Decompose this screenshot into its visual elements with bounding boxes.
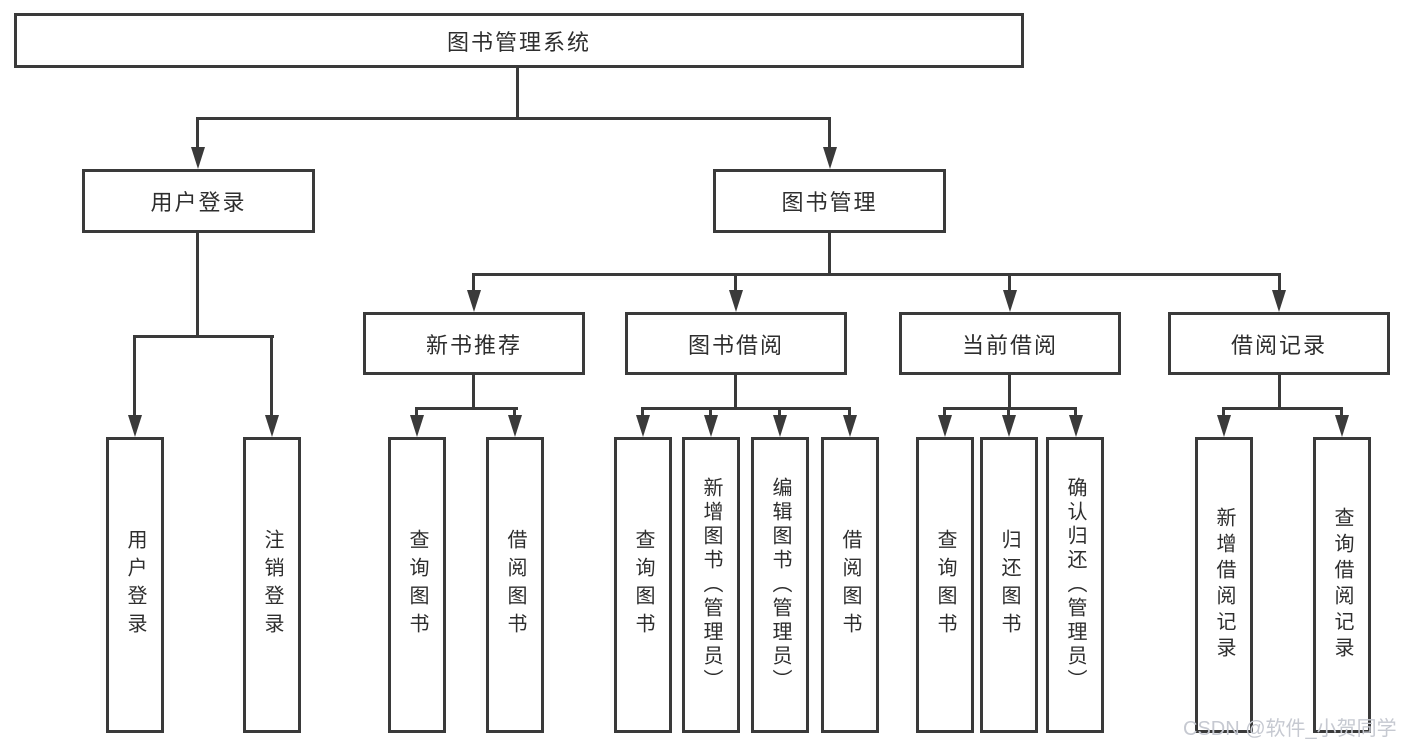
node-book-borrow: 图书借阅 — [625, 312, 847, 375]
connector-line — [415, 407, 418, 417]
connector-line — [270, 335, 273, 417]
node-label: 编辑图书（管理员） — [769, 477, 791, 693]
leaf-query-books-1: 查询图书 — [388, 437, 446, 733]
connector-line — [943, 407, 946, 417]
leaf-query-books-3: 查询图书 — [916, 437, 974, 733]
node-user-login: 用户登录 — [82, 169, 315, 233]
arrow-down-icon — [1217, 415, 1231, 437]
connector-line — [1007, 407, 1010, 417]
arrow-down-icon — [773, 415, 787, 437]
connector-line — [1074, 407, 1077, 417]
leaf-query-books-2: 查询图书 — [614, 437, 672, 733]
node-label: 新增借阅记录 — [1213, 507, 1235, 663]
arrow-down-icon — [191, 147, 205, 169]
leaf-user-login: 用户登录 — [106, 437, 164, 733]
connector-line — [1222, 407, 1225, 417]
leaf-return-book: 归还图书 — [980, 437, 1038, 733]
connector-line — [472, 375, 475, 407]
node-new-book-recommend: 新书推荐 — [363, 312, 585, 375]
connector-line — [943, 407, 1077, 410]
connector-line — [133, 335, 136, 417]
leaf-borrow-books-2: 借阅图书 — [821, 437, 879, 733]
connector-line — [828, 233, 831, 273]
node-label: 查询图书 — [632, 529, 654, 641]
node-label: 查询图书 — [934, 529, 956, 641]
arrow-down-icon — [410, 415, 424, 437]
arrow-down-icon — [938, 415, 952, 437]
node-label: 图书管理系统 — [446, 29, 591, 55]
arrow-down-icon — [1003, 290, 1017, 312]
node-label: 用户登录 — [150, 190, 247, 215]
connector-line — [516, 68, 519, 117]
node-current-borrow: 当前借阅 — [899, 312, 1121, 375]
arrow-down-icon — [1002, 415, 1016, 437]
arrow-down-icon — [128, 415, 142, 437]
connector-line — [1340, 407, 1343, 417]
connector-line — [133, 335, 274, 338]
node-label: 借阅图书 — [839, 529, 861, 641]
connector-line — [196, 233, 199, 335]
node-label: 归还图书 — [998, 529, 1020, 641]
node-label: 图书借阅 — [687, 332, 784, 358]
connector-line — [513, 407, 516, 417]
connector-line — [778, 407, 781, 417]
connector-line — [709, 407, 712, 417]
connector-line — [1222, 407, 1343, 410]
connector-line — [415, 407, 518, 410]
arrow-down-icon — [1335, 415, 1349, 437]
connector-line — [1278, 375, 1281, 407]
leaf-logout: 注销登录 — [243, 437, 301, 733]
node-library-management-system: 图书管理系统 — [14, 13, 1024, 68]
leaf-query-borrow-record: 查询借阅记录 — [1313, 437, 1371, 733]
leaf-confirm-return-admin: 确认归还（管理员） — [1046, 437, 1104, 733]
connector-line — [196, 117, 199, 149]
leaf-edit-book-admin: 编辑图书（管理员） — [751, 437, 809, 733]
connector-line — [734, 375, 737, 407]
connector-line — [1008, 273, 1011, 292]
connector-line — [472, 273, 1281, 276]
arrow-down-icon — [1069, 415, 1083, 437]
leaf-borrow-books-1: 借阅图书 — [486, 437, 544, 733]
leaf-add-book-admin: 新增图书（管理员） — [682, 437, 740, 733]
connector-line — [1278, 273, 1281, 292]
node-label: 注销登录 — [261, 529, 283, 641]
node-label: 借阅记录 — [1230, 332, 1327, 358]
connector-line — [848, 407, 851, 417]
arrow-down-icon — [265, 415, 279, 437]
node-label: 当前借阅 — [961, 332, 1058, 358]
node-label: 确认归还（管理员） — [1064, 477, 1086, 693]
connector-line — [828, 117, 831, 149]
arrow-down-icon — [508, 415, 522, 437]
leaf-add-borrow-record: 新增借阅记录 — [1195, 437, 1253, 733]
connector-line — [641, 407, 851, 410]
arrow-down-icon — [704, 415, 718, 437]
arrow-down-icon — [823, 147, 837, 169]
arrow-down-icon — [636, 415, 650, 437]
arrow-down-icon — [1272, 290, 1286, 312]
connector-line — [641, 407, 644, 417]
connector-line — [1008, 375, 1011, 407]
node-borrow-records: 借阅记录 — [1168, 312, 1390, 375]
connector-line — [734, 273, 737, 292]
node-label: 新书推荐 — [425, 332, 522, 358]
node-label: 用户登录 — [124, 529, 146, 641]
connector-line — [472, 273, 475, 292]
node-book-management: 图书管理 — [713, 169, 946, 233]
arrow-down-icon — [729, 290, 743, 312]
node-label: 查询借阅记录 — [1331, 507, 1353, 663]
arrow-down-icon — [843, 415, 857, 437]
node-label: 图书管理 — [781, 190, 878, 215]
connector-line — [197, 117, 831, 120]
watermark: CSDN @软件_小贺同学 — [1183, 718, 1397, 740]
node-label: 借阅图书 — [504, 529, 526, 641]
node-label: 查询图书 — [406, 529, 428, 641]
node-label: 新增图书（管理员） — [700, 477, 722, 693]
arrow-down-icon — [467, 290, 481, 312]
